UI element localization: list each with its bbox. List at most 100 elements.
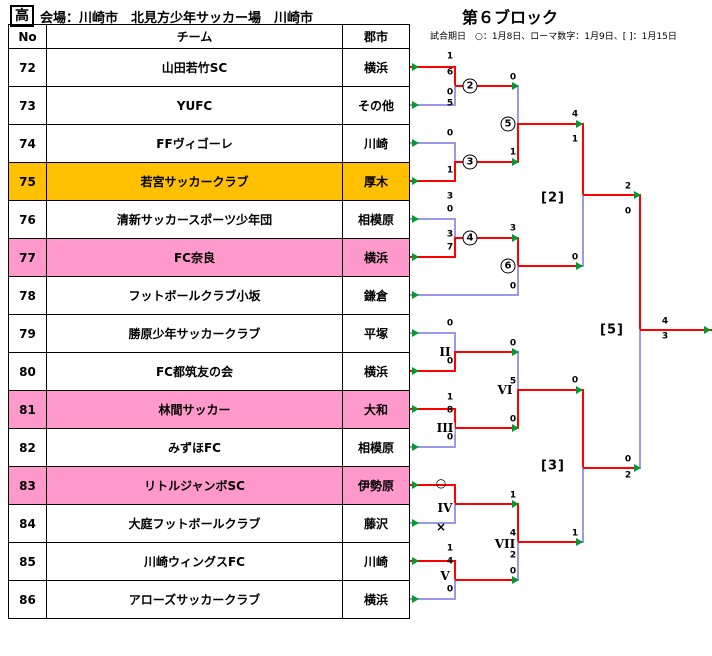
score-label: 0 — [624, 206, 632, 217]
bracket-line — [454, 332, 456, 353]
team-name: YUFC — [47, 87, 343, 124]
marker-triangle-icon — [412, 405, 419, 413]
team-city: 横浜 — [363, 251, 388, 265]
venue-title: 会場：川崎市 北見方少年サッカー場 川崎市 — [40, 11, 314, 26]
team-city: 大和 — [363, 403, 388, 417]
marker-triangle-icon — [412, 215, 419, 223]
marker-triangle-icon — [512, 234, 519, 242]
team-number: 81 — [9, 391, 47, 428]
team-number: 83 — [9, 467, 47, 504]
bracket-line — [410, 370, 455, 372]
score-label: 0 — [509, 72, 517, 83]
bracket-line — [517, 85, 519, 125]
bracket-line — [582, 194, 584, 267]
score-label: 4 — [661, 316, 669, 327]
match-label-roman-II: II — [438, 345, 452, 359]
score-label: 1 — [446, 165, 454, 176]
bracket-line — [410, 218, 455, 220]
score-label: 1 — [509, 490, 517, 501]
team-city: 相模原 — [357, 213, 394, 227]
bracket-line — [410, 560, 455, 562]
schedule-legend: 試合期日 ○：1月8日、ローマ数字：1月9日、[ ]：1月15日 — [430, 32, 677, 42]
team-city: 鎌倉 — [363, 289, 388, 303]
team-name: FFヴィゴーレ — [47, 125, 343, 162]
team-name: 川崎ウィングスFC — [47, 543, 343, 580]
marker-triangle-icon — [412, 291, 419, 299]
score-label: 2 — [509, 550, 517, 561]
match-label-circle-2: 2 — [462, 78, 478, 94]
score-label: 0 — [509, 281, 517, 292]
match-label-circle-6: 6 — [500, 258, 516, 274]
bracket-line — [455, 85, 518, 87]
score-label: 1 — [446, 543, 454, 554]
match-label-roman-V: V — [439, 569, 451, 583]
team-name: アローズサッカークラブ — [47, 581, 343, 618]
score-label: 1 — [509, 147, 517, 158]
team-city: 厚木 — [363, 175, 388, 189]
team-name: リトルジャンボSC — [47, 467, 343, 504]
marker-triangle-icon — [512, 82, 519, 90]
team-number: 85 — [9, 543, 47, 580]
team-name: 清新サッカースポーツ少年団 — [47, 201, 343, 238]
team-city: 横浜 — [363, 593, 388, 607]
marker-triangle-icon — [412, 101, 419, 109]
bracket-line — [639, 329, 641, 469]
score-label: 1 — [571, 528, 579, 539]
score-label: 6 — [446, 67, 454, 78]
marker-triangle-icon — [634, 191, 641, 199]
bracket-line — [582, 123, 584, 196]
bracket-line — [582, 467, 584, 543]
bracket-line — [454, 579, 456, 600]
marker-triangle-icon — [512, 424, 519, 432]
team-number: 80 — [9, 353, 47, 390]
team-city: 伊勢原 — [357, 479, 394, 493]
match-label-bracket: [5] — [599, 322, 625, 338]
bracket-line — [454, 427, 456, 448]
marker-triangle-icon — [412, 329, 419, 337]
marker-triangle-icon — [412, 557, 419, 565]
result-symbol: ○ — [435, 476, 447, 490]
category-badge: 高 — [10, 5, 34, 27]
team-number: 78 — [9, 277, 47, 314]
marker-triangle-icon — [512, 348, 519, 356]
bracket-line — [410, 66, 455, 68]
column-header-team: チーム — [47, 25, 343, 48]
bracket-line — [455, 427, 518, 429]
score-label: 0 — [446, 128, 454, 139]
match-label-roman-III: III — [435, 421, 455, 435]
team-name: 山田若竹SC — [47, 49, 343, 86]
match-label-circle-3: 3 — [462, 154, 478, 170]
match-label-roman-IV: IV — [436, 501, 454, 515]
score-label: 3 — [446, 191, 454, 202]
score-label: 0 — [446, 356, 454, 367]
score-label: 3 — [661, 331, 669, 342]
bracket-line — [518, 265, 583, 267]
bracket-line — [582, 389, 584, 469]
team-city: 平塚 — [363, 327, 388, 341]
team-number: 79 — [9, 315, 47, 352]
team-number: 77 — [9, 239, 47, 276]
bracket-line — [454, 560, 456, 581]
bracket-line — [583, 467, 640, 469]
score-label: 4 — [446, 556, 454, 567]
bracket-line — [454, 484, 456, 505]
team-name: 大庭フットボールクラブ — [47, 505, 343, 542]
marker-triangle-icon — [412, 519, 419, 527]
marker-triangle-icon — [412, 177, 419, 185]
marker-triangle-icon — [412, 63, 419, 71]
bracket-line — [518, 541, 583, 543]
bracket-line — [454, 503, 456, 524]
marker-triangle-icon — [512, 500, 519, 508]
bracket-line — [454, 161, 456, 182]
bracket-line — [640, 329, 712, 331]
match-label-bracket: [2] — [540, 190, 566, 206]
score-label: 1 — [571, 134, 579, 145]
score-label: 0 — [624, 454, 632, 465]
